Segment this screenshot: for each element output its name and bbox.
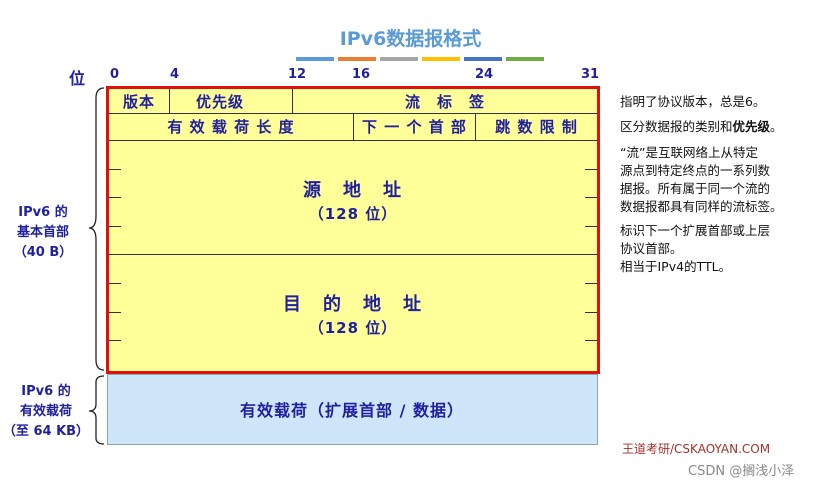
field-source-bits: （128 位） [308,204,398,223]
row-tick [109,312,121,313]
payload-label: 有效载荷（扩展首部 / 数据） [240,401,464,420]
color-bar [506,57,544,61]
color-bar [464,57,502,61]
field-flow-label: 流 标 签 [404,92,485,111]
basic-header-brace [88,87,105,371]
side-label-line: IPv6 的 [18,205,68,220]
basic-header-highlight [106,86,600,374]
row-tick [585,226,597,227]
note-line: 数据报都具有同样的流标签。 [620,199,783,214]
field-payload-length: 有 效 载 荷 长 度 [167,118,295,136]
side-label-line: （至 64 KB） [2,424,90,439]
field-source-address: 源 地 址 [303,180,403,201]
note-version: 指明了协议版本，总是6。 [620,94,766,109]
payload-side-label: IPv6 的 有效载荷 （至 64 KB） [0,382,92,442]
row-tick [585,197,597,198]
note-priority: 区分数据报的类别和优先级。 [620,118,783,136]
field-next-header: 下 一 个 首 部 [362,118,467,136]
basic-header-side-label: IPv6 的 基本首部 （40 B） [0,203,86,263]
note-hop-limit: 相当于IPv4的TTL。 [620,259,732,274]
side-label-line: （40 B） [13,245,73,260]
row-tick [585,340,597,341]
note-flow: “流”是互联网络上从特定 源点到特定终点的一系列数 据报。所有属于同一个流的 数… [620,144,783,216]
payload-brace [88,375,105,445]
field-version: 版本 [122,92,155,111]
color-bar [422,57,460,61]
field-divider [475,113,476,140]
field-hop-limit: 跳 数 限 制 [495,118,578,136]
note-line: “流”是互联网络上从特定 [620,145,758,160]
row-tick [585,283,597,284]
note-line: 源点到特定终点的一系列数 [620,163,771,178]
bit-tick-16: 16 [352,67,371,82]
note-line: 标识下一个扩展首部或上层 [620,223,771,238]
field-divider [169,89,170,113]
field-dest-address: 目 的 地 址 [283,294,423,315]
row-divider [109,140,597,141]
row-divider [109,254,597,255]
footer-brand: 王道考研/CSKAOYAN.COM [622,442,771,456]
bit-axis-label: 位 [69,69,86,88]
field-divider [353,113,354,140]
row-tick [109,169,121,170]
note-next-header: 标识下一个扩展首部或上层 协议首部。 [620,222,770,258]
color-bar [380,57,418,61]
page-title: IPv6数据报格式 [339,28,482,50]
bit-tick-4: 4 [170,67,180,82]
side-label-line: 有效载荷 [19,404,72,419]
color-bar [338,57,376,61]
note-line: 协议首部。 [620,241,683,256]
field-dest-bits: （128 位） [308,318,398,337]
field-priority: 优先级 [195,92,244,111]
row-tick [585,169,597,170]
field-divider [292,89,293,113]
side-label-line: 基本首部 [16,225,69,240]
payload-box [107,374,598,445]
bit-tick-24: 24 [475,67,494,82]
note-text: 区分数据报的类别和 [620,119,733,134]
note-line: 据报。所有属于同一个流的 [620,181,771,196]
bit-tick-0: 0 [110,67,120,82]
brace-graphics [88,87,105,445]
row-tick [109,340,121,341]
note-bold: 优先级 [732,119,771,134]
bit-tick-12: 12 [288,67,307,82]
side-label-line: IPv6 的 [21,384,71,399]
bit-tick-31: 31 [581,67,600,82]
row-tick [585,312,597,313]
note-text: 。 [770,119,783,134]
row-tick [109,226,121,227]
row-tick [109,283,121,284]
row-tick [109,197,121,198]
color-bar [296,57,334,61]
csdn-watermark: CSDN @搁浅小泽 [688,464,795,479]
